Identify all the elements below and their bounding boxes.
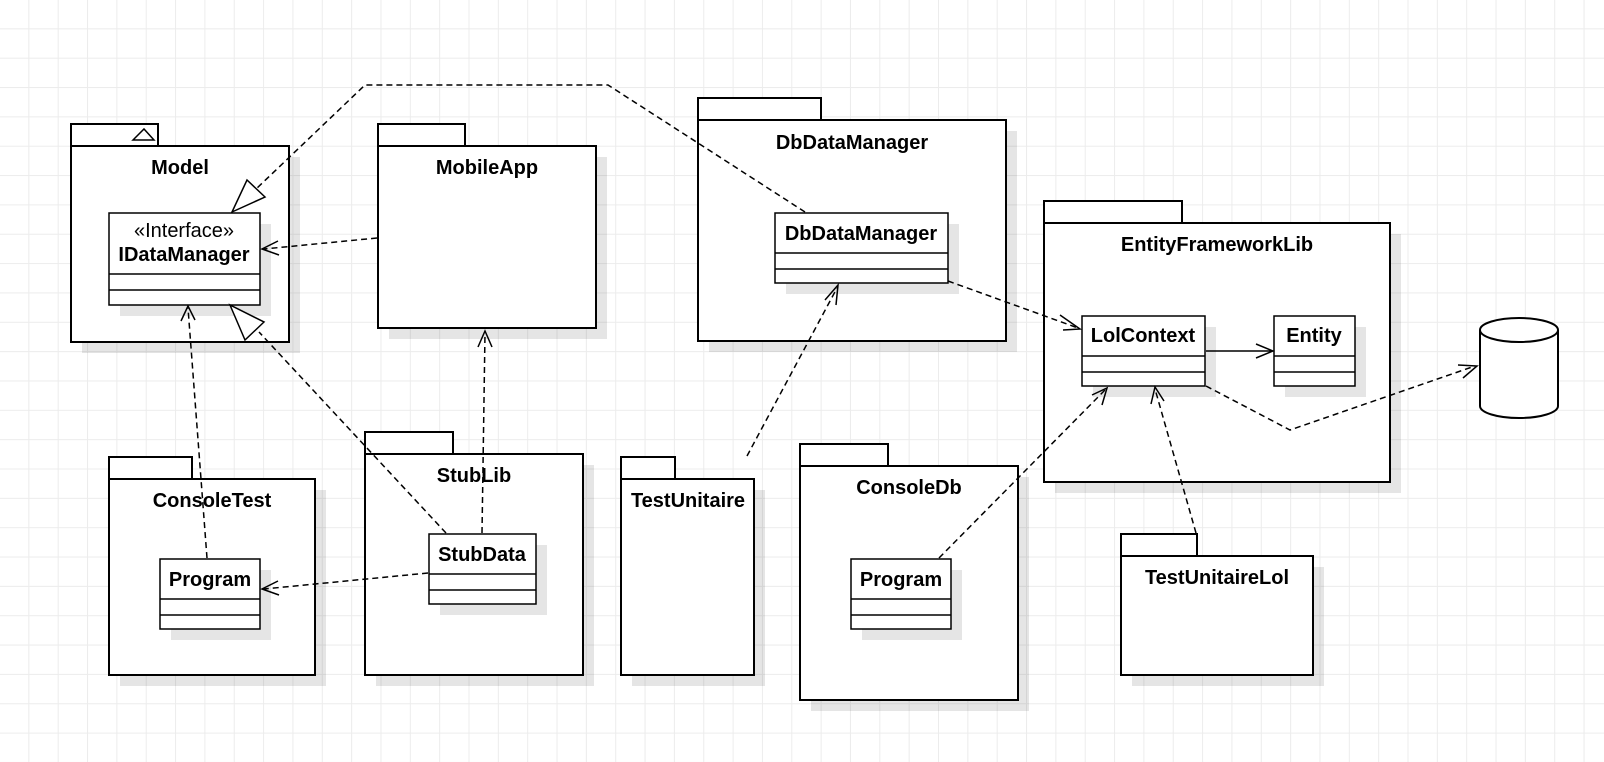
package-title-dbdatamanager: DbDataManager: [776, 132, 928, 154]
dependency-testunitaire-dbdatamanager: [746, 282, 839, 457]
class-title-idatamanager: IDataManager: [118, 244, 249, 266]
package-mobileapp[interactable]: MobileApp: [377, 123, 607, 339]
dependency-testunitairelol-lolcontext: [1150, 385, 1197, 534]
class-title-program-consoledb: Program: [860, 569, 942, 591]
package-title-entityframeworklib: EntityFrameworkLib: [1121, 234, 1313, 256]
package-stublib[interactable]: StubLib: [364, 431, 594, 686]
dependency-mobileapp-idatamanager: [260, 237, 378, 256]
class-title-lolcontext: LolContext: [1091, 325, 1196, 347]
class-lolcontext[interactable]: LolContext: [1081, 315, 1216, 397]
dependency-program-lolcontext: [938, 386, 1109, 559]
database-icon: [1479, 317, 1559, 419]
class-title-stubdata: StubData: [438, 544, 527, 566]
class-idatamanager[interactable]: «Interface» IDataManager: [108, 212, 271, 316]
package-title-model: Model: [151, 157, 209, 179]
class-title-program-consoletest: Program: [169, 569, 251, 591]
package-title-consoledb: ConsoleDb: [856, 477, 962, 499]
package-consoledb[interactable]: ConsoleDb: [799, 443, 1029, 711]
class-dbdatamanager[interactable]: DbDataManager: [774, 212, 959, 294]
realization-dbdatamanager-idatamanager: [230, 84, 806, 214]
class-program-consoledb[interactable]: Program: [850, 558, 962, 640]
package-title-mobileapp: MobileApp: [436, 157, 538, 179]
class-entity[interactable]: Entity: [1273, 315, 1366, 397]
dependency-lolcontext-database: [1205, 364, 1479, 431]
package-marker-icon: [131, 127, 156, 141]
class-title-entity: Entity: [1286, 325, 1342, 347]
package-title-stublib: StubLib: [437, 465, 511, 487]
dependency-stubdata-mobileapp: [477, 329, 493, 534]
class-program-consoletest[interactable]: Program: [159, 558, 271, 640]
package-title-consoletest: ConsoleTest: [153, 490, 272, 512]
dependency-dbdatamanager-lolcontext: [947, 280, 1083, 331]
package-title-testunitairelol: TestUnitaireLol: [1145, 567, 1289, 589]
package-testunitairelol[interactable]: TestUnitaireLol: [1120, 533, 1324, 686]
class-title-dbdatamanager: DbDataManager: [785, 223, 937, 245]
dependency-stubdata-program: [260, 572, 429, 596]
realization-stubdata-idatamanager: [228, 303, 447, 534]
class-stereotype-interface: «Interface»: [134, 220, 234, 242]
class-stubdata[interactable]: StubData: [428, 533, 547, 615]
association-lolcontext-entity: [1206, 343, 1275, 359]
dependency-program-idatamanager: [180, 304, 208, 559]
package-testunitaire[interactable]: TestUnitaire: [620, 456, 765, 686]
package-title-testunitaire: TestUnitaire: [631, 490, 745, 512]
